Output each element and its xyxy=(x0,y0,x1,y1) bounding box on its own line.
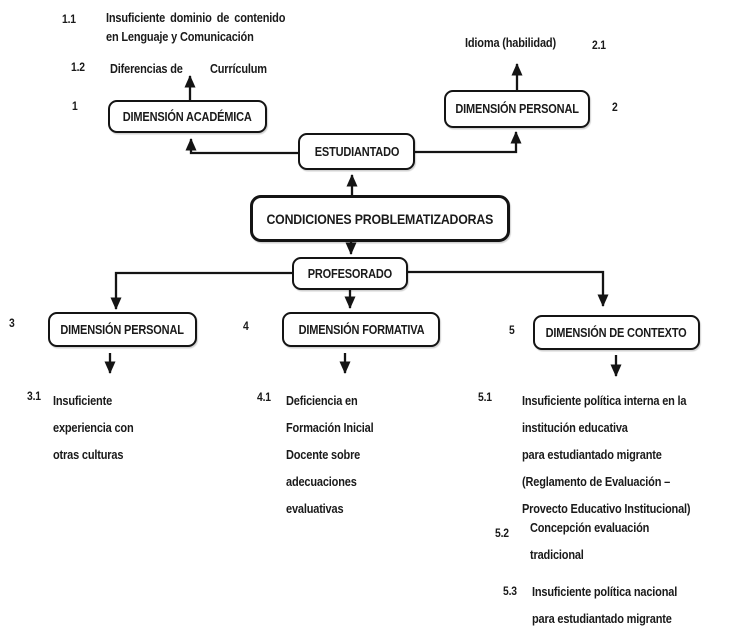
box-profesorado: PROFESORADO xyxy=(292,257,408,290)
box-dimension-formativa: DIMENSIÓN FORMATIVA xyxy=(282,312,440,347)
arrow-profesorado-to-personal xyxy=(110,271,292,310)
index-2: 2 xyxy=(612,102,618,114)
index-5: 5 xyxy=(509,325,515,337)
text-line: Concepción evaluación xyxy=(530,521,650,535)
box-label: DIMENSIÓN ACADÉMICA xyxy=(123,109,252,124)
box-dimension-personal-estudiantado: DIMENSIÓN PERSONAL xyxy=(444,90,590,128)
text-line: adecuaciones xyxy=(286,475,357,489)
box-label: ESTUDIANTADO xyxy=(314,144,399,159)
text-line: (Reglamento de Evaluación – xyxy=(522,475,671,489)
cause-5-2-text: Concepción evaluación tradicional xyxy=(530,515,649,569)
text-line: Docente sobre xyxy=(286,448,361,462)
index-2-1: 2.1 xyxy=(592,40,606,52)
box-condiciones-problematizadoras: CONDICIONES PROBLEMATIZADORAS xyxy=(250,195,510,242)
arrow-estudiantado-to-personal xyxy=(415,131,522,154)
index-1: 1 xyxy=(72,101,78,113)
cause-2-1-text: Idioma (habilidad) xyxy=(465,34,556,53)
box-label: DIMENSIÓN PERSONAL xyxy=(455,102,579,116)
box-dimension-personal-profesorado: DIMENSIÓN PERSONAL xyxy=(48,312,197,347)
cause-5-1-text: Insuficiente política interna en la inst… xyxy=(522,388,691,523)
index-5-1: 5.1 xyxy=(478,392,492,404)
text-line: para estudiantado migrante xyxy=(522,448,662,462)
text-line: Insuficiente xyxy=(53,394,113,408)
text-line: Diferencias de xyxy=(110,62,183,76)
text-line: Formación Inicial xyxy=(286,421,374,435)
text-line: Deficiencia en xyxy=(286,394,358,408)
cause-3-1-text: Insuficiente experiencia con otras cultu… xyxy=(53,388,134,469)
box-label: CONDICIONES PROBLEMATIZADORAS xyxy=(266,210,494,227)
arrow-profesorado-to-contexto xyxy=(408,270,609,307)
index-1-2: 1.2 xyxy=(71,62,85,74)
box-label: DIMENSIÓN PERSONAL xyxy=(60,322,185,337)
index-3: 3 xyxy=(9,318,15,330)
box-dimension-academica: DIMENSIÓN ACADÉMICA xyxy=(108,100,267,133)
text-line: otras culturas xyxy=(53,448,124,462)
index-5-2: 5.2 xyxy=(495,528,509,540)
index-4-1: 4.1 xyxy=(257,392,271,404)
box-label: DIMENSIÓN DE CONTEXTO xyxy=(546,325,687,340)
text-line: tradicional xyxy=(530,548,584,562)
text-line: en Lenguaje y Comunicación xyxy=(106,30,254,44)
cause-1-2-text-left: Diferencias de xyxy=(110,60,183,79)
text-line: Idioma (habilidad) xyxy=(465,36,556,50)
box-estudiantado: ESTUDIANTADO xyxy=(298,133,415,170)
text-line: Insuficiente política nacional xyxy=(532,585,678,599)
box-label: DIMENSIÓN FORMATIVA xyxy=(298,322,424,337)
text-line: Currículum xyxy=(210,62,267,76)
text-line: evaluativas xyxy=(286,502,344,516)
arrow-estudiantado-to-academica xyxy=(185,138,298,155)
index-5-3: 5.3 xyxy=(503,586,517,598)
box-label: PROFESORADO xyxy=(307,266,393,281)
text-line: Provecto Educativo Institucional) xyxy=(522,502,691,516)
cause-4-1-text: Deficiencia en Formación Inicial Docente… xyxy=(286,388,374,523)
text-line: para estudiantado migrante xyxy=(532,612,672,626)
text-line: Insuficiente dominio de contenido xyxy=(106,11,286,25)
cause-1-1-text: Insuficiente dominio de contenido en Len… xyxy=(106,9,285,47)
box-dimension-de-contexto: DIMENSIÓN DE CONTEXTO xyxy=(533,315,700,350)
cause-5-3-text: Insuficiente política nacional para estu… xyxy=(532,579,677,630)
text-line: institución educativa xyxy=(522,421,628,435)
index-3-1: 3.1 xyxy=(27,391,41,403)
index-1-1: 1.1 xyxy=(62,14,76,26)
index-4: 4 xyxy=(243,321,249,333)
cause-1-2-text-right: Currículum xyxy=(210,60,267,79)
text-line: experiencia con xyxy=(53,421,134,435)
text-line: Insuficiente política interna en la xyxy=(522,394,687,408)
